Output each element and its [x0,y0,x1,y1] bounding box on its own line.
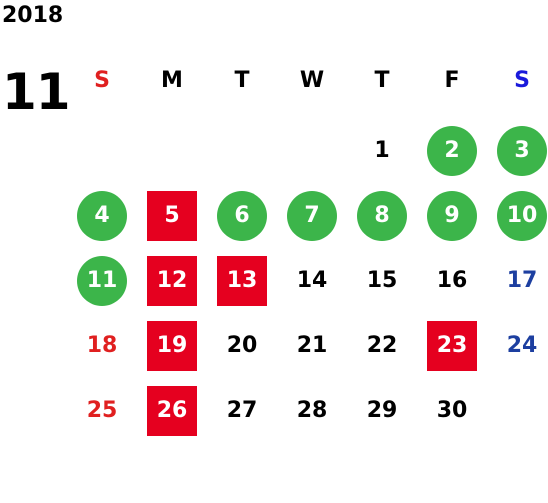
calendar-day-13[interactable]: 13 [217,256,267,306]
calendar-day-3[interactable]: 3 [497,126,547,176]
calendar-day-5[interactable]: 5 [147,191,197,241]
calendar-day-21[interactable]: 21 [296,333,328,358]
calendar-day-1[interactable]: 1 [374,138,390,163]
calendar-day-4[interactable]: 4 [77,191,127,241]
calendar-day-6[interactable]: 6 [217,191,267,241]
calendar-day-16[interactable]: 16 [436,268,468,293]
calendar-day-7[interactable]: 7 [287,191,337,241]
calendar-day-15[interactable]: 15 [366,268,398,293]
calendar-month: 11 [2,63,71,121]
calendar-day-23[interactable]: 23 [427,321,477,371]
weekday-header-tue: T [234,68,250,93]
calendar-day-11[interactable]: 11 [77,256,127,306]
calendar-day-10[interactable]: 10 [497,191,547,241]
weekday-header-sat: S [514,68,530,93]
calendar-day-24[interactable]: 24 [506,333,538,358]
calendar-day-28[interactable]: 28 [296,398,328,423]
calendar-day-9[interactable]: 9 [427,191,477,241]
calendar-day-17[interactable]: 17 [506,268,538,293]
weekday-header-fri: F [444,68,460,93]
calendar-year: 2018 [2,3,64,28]
calendar-day-19[interactable]: 19 [147,321,197,371]
weekday-header-thu: T [374,68,390,93]
calendar-day-2[interactable]: 2 [427,126,477,176]
weekday-header-mon: M [161,68,183,93]
calendar-day-30[interactable]: 30 [436,398,468,423]
calendar-day-14[interactable]: 14 [296,268,328,293]
weekday-header-sun: S [94,68,110,93]
calendar-day-29[interactable]: 29 [366,398,398,423]
calendar-day-27[interactable]: 27 [226,398,258,423]
weekday-header-wed: W [299,68,325,93]
calendar-day-25[interactable]: 25 [86,398,118,423]
calendar-day-12[interactable]: 12 [147,256,197,306]
calendar-day-22[interactable]: 22 [366,333,398,358]
calendar-day-20[interactable]: 20 [226,333,258,358]
calendar-day-26[interactable]: 26 [147,386,197,436]
calendar-day-8[interactable]: 8 [357,191,407,241]
calendar-day-18[interactable]: 18 [86,333,118,358]
